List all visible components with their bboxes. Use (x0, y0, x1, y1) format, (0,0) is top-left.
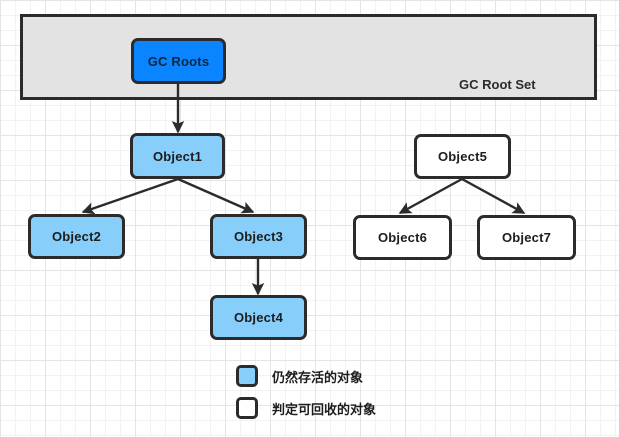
legend-dead-swatch-icon (236, 397, 258, 419)
node-label: Object6 (377, 230, 428, 245)
edge-object1-object2 (81, 177, 179, 215)
node-label: Object2 (51, 229, 102, 244)
node-label: Object3 (233, 229, 284, 244)
node-label: Object4 (233, 310, 284, 325)
node-object1[interactable]: Object1 (130, 133, 225, 179)
legend-row: 判定可回收的对象 (236, 397, 376, 419)
node-gc-roots[interactable]: GC Roots (131, 38, 226, 84)
gc-root-set-container (20, 14, 597, 100)
edge-object5-object7 (461, 177, 526, 215)
node-object3[interactable]: Object3 (210, 214, 307, 259)
edge-object5-object6 (398, 177, 463, 215)
legend-alive-label: 仍然存活的对象 (272, 369, 364, 385)
legend-alive-swatch-icon (236, 365, 258, 387)
edge-object1-object3 (177, 177, 255, 214)
node-label: Object7 (501, 230, 552, 245)
gc-root-set-label: GC Root Set (459, 77, 536, 92)
node-object7[interactable]: Object7 (477, 215, 576, 260)
node-label: Object1 (152, 148, 203, 164)
node-object6[interactable]: Object6 (353, 215, 452, 260)
legend-row: 仍然存活的对象 (236, 365, 363, 387)
legend-dead-label: 判定可回收的对象 (272, 401, 377, 417)
node-label: Object5 (437, 149, 488, 164)
node-object5[interactable]: Object5 (414, 134, 511, 179)
node-object2[interactable]: Object2 (28, 214, 125, 259)
node-object4[interactable]: Object4 (210, 295, 307, 340)
node-label: GC Roots (147, 53, 210, 69)
